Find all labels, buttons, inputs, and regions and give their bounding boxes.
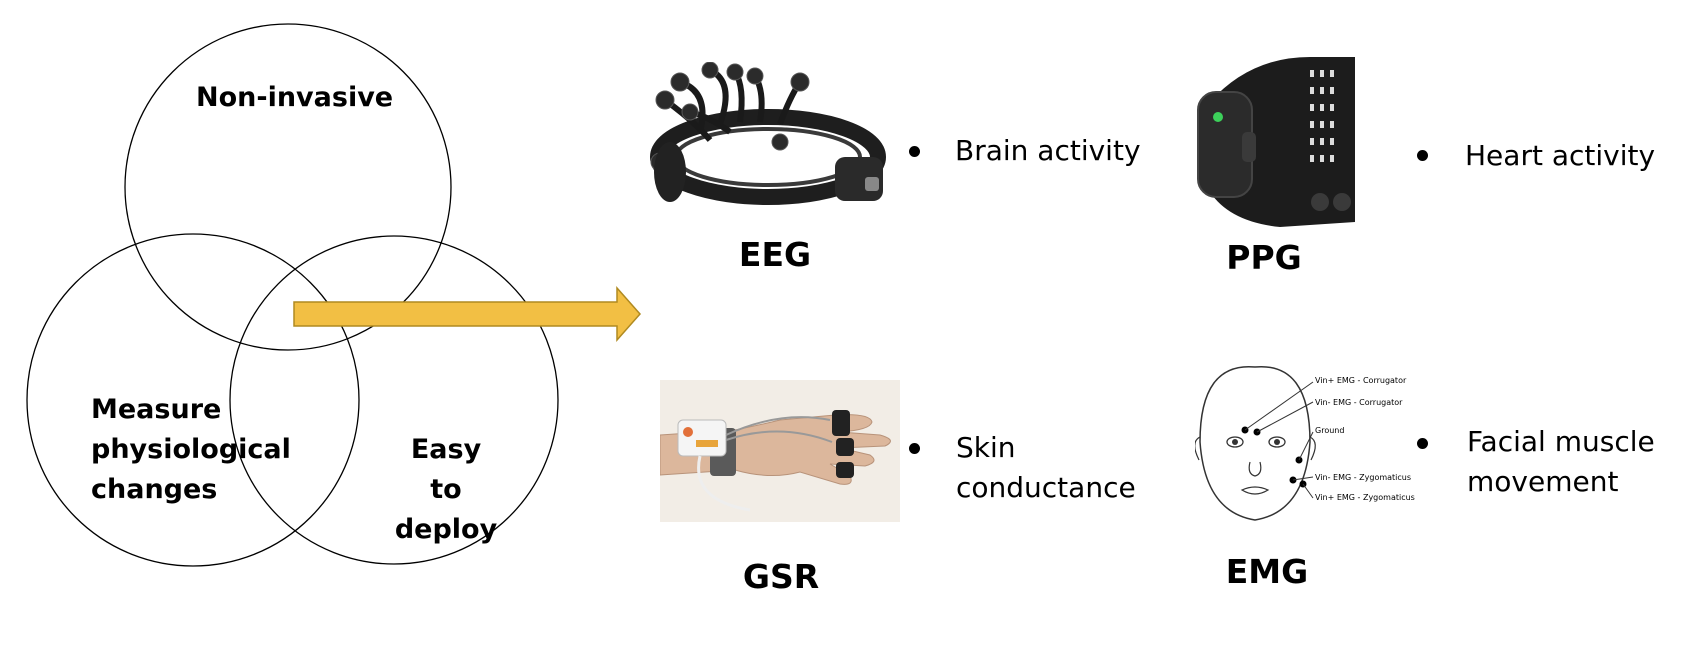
- venn-label-easy: Easy to deploy: [392, 430, 500, 550]
- venn-label-measure-line1: Measure: [91, 394, 222, 425]
- emg-annotation-1: Vin+ EMG - Corrugator: [1315, 376, 1407, 385]
- venn-label-measure-line2: physiological: [91, 434, 291, 465]
- venn-diagram: [26, 23, 559, 567]
- ppg-title: PPG: [1226, 238, 1302, 277]
- venn-label-measure: Measure physiological changes: [91, 390, 291, 510]
- emg-annotation-4: Vin- EMG - Zygomaticus: [1315, 473, 1412, 482]
- eeg-title: EEG: [738, 235, 812, 274]
- emg-measure-line1: Facial muscle: [1467, 425, 1655, 458]
- gsr-title: GSR: [742, 557, 820, 596]
- venn-label-easy-line1: Easy to: [410, 434, 482, 505]
- venn-circle-easy: [229, 235, 559, 565]
- emg-measure-label: Facial muscle movement: [1467, 422, 1655, 502]
- emg-annotation-2: Vin- EMG - Corrugator: [1315, 398, 1403, 407]
- gsr-measure-line2: conductance: [956, 471, 1136, 504]
- emg-title: EMG: [1225, 552, 1309, 591]
- emg-bullet-dot: [1417, 438, 1428, 449]
- gsr-hand-sensor-icon: [660, 380, 900, 522]
- emg-measure-line2: movement: [1467, 465, 1619, 498]
- gsr-bullet-dot: [909, 443, 920, 454]
- venn-label-easy-line2: deploy: [394, 514, 498, 545]
- ppg-measure-label: Heart activity: [1465, 139, 1656, 172]
- emg-annotation-3: Ground: [1315, 426, 1345, 435]
- eeg-bullet-dot: [909, 146, 920, 157]
- wristband-icon: [1197, 57, 1355, 227]
- venn-circle-measure: [26, 233, 360, 567]
- gsr-measure-label: Skin conductance: [956, 428, 1136, 508]
- gsr-measure-line1: Skin: [956, 431, 1016, 464]
- ppg-bullet-dot: [1417, 150, 1428, 161]
- eeg-headset-icon: [650, 62, 886, 205]
- emg-annotation-5: Vin+ EMG - Zygomaticus: [1315, 493, 1415, 502]
- venn-label-non-invasive: Non-invasive: [196, 82, 394, 113]
- venn-circle-non-invasive: [124, 23, 452, 351]
- eeg-measure-label: Brain activity: [955, 134, 1141, 167]
- venn-label-measure-line3: changes: [91, 474, 218, 505]
- face-electrodes-icon: Vin+ EMG - Corrugator Vin- EMG - Corruga…: [1195, 362, 1435, 522]
- right-arrow-icon: [293, 286, 642, 342]
